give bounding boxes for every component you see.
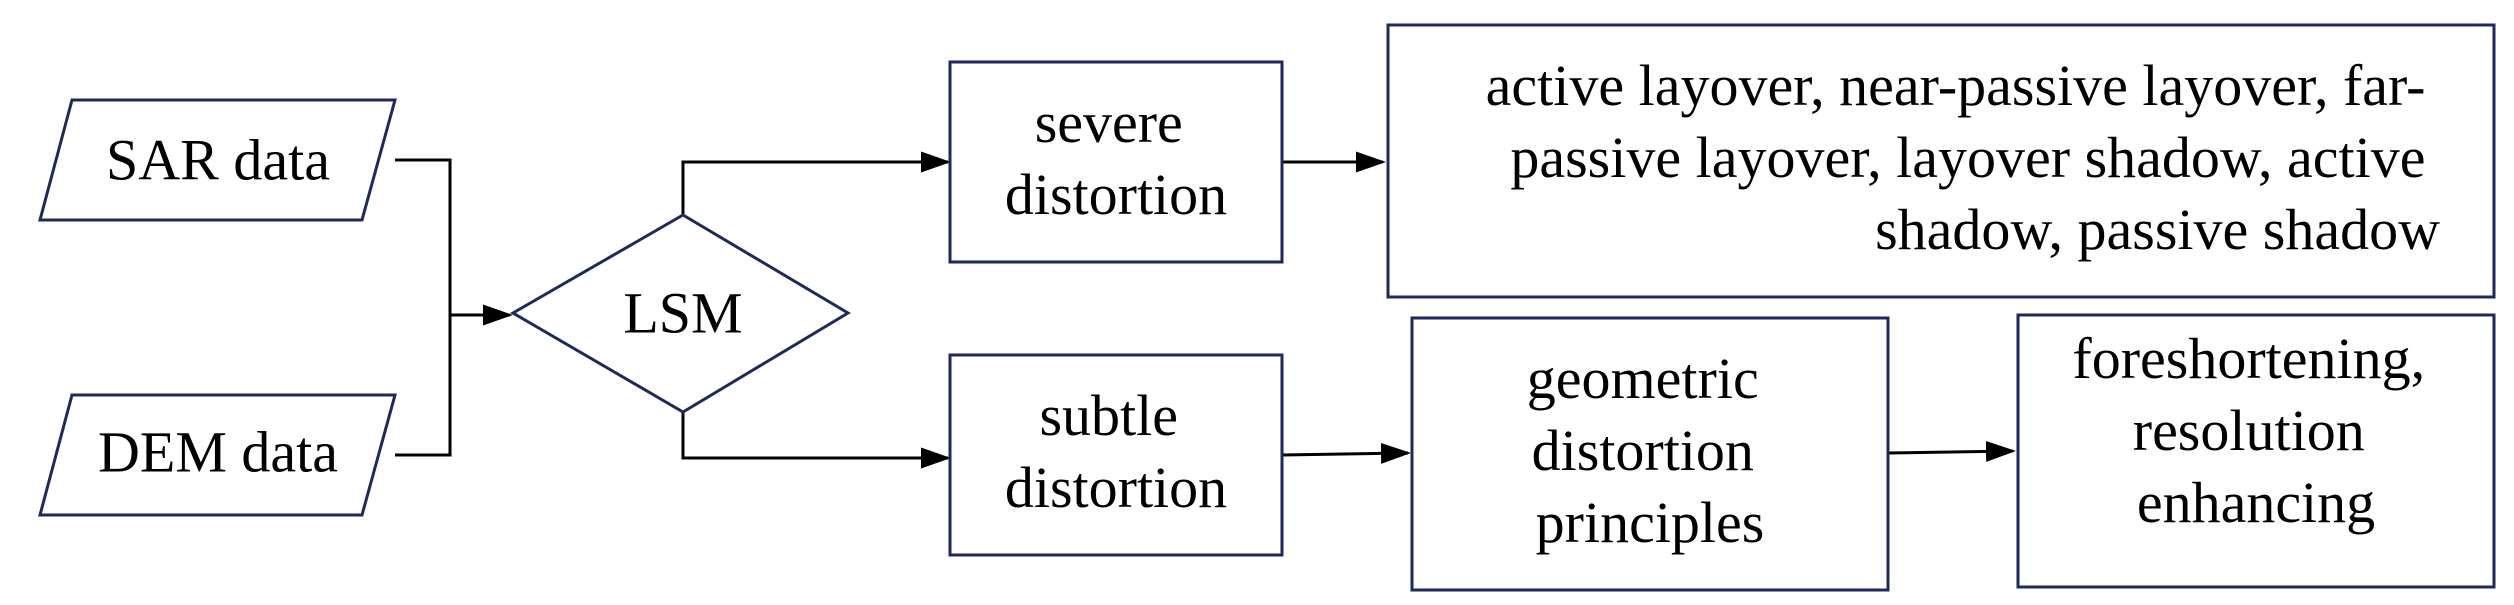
severe-distortion-shape <box>948 60 1284 264</box>
sar-data-node: SAR data <box>38 98 397 222</box>
edge-lsm-to-severe <box>681 151 951 215</box>
geometric-principles-node: geometric distortion principles <box>1410 316 1890 592</box>
edge-subtle-to-principles <box>1281 442 1411 464</box>
edges <box>395 151 2016 469</box>
severe-distortion-line-2: distortion <box>1005 162 1227 227</box>
subtle-types-line-1: foreshortening, <box>2072 326 2425 391</box>
subtle-distortion-line-1: subtle <box>1039 383 1178 448</box>
severe-distortion-label: severe distortion <box>1005 90 1227 227</box>
lsm-label: LSM <box>623 281 742 346</box>
lsm-node: LSM <box>510 213 851 414</box>
subtle-types-line-3: enhancing <box>2137 470 2375 535</box>
subtle-types-node: foreshortening, resolution enhancing <box>2016 313 2496 589</box>
severe-types-shape <box>1386 23 2496 299</box>
edge-sar-to-lsm <box>395 158 513 326</box>
subtle-types-label: foreshortening, resolution enhancing <box>2072 326 2439 535</box>
severe-types-node: active layover, near-passive layover, fa… <box>1386 23 2496 299</box>
subtle-distortion-node: subtle distortion <box>948 353 1284 557</box>
dem-data-node: DEM data <box>38 393 397 517</box>
subtle-types-shape <box>2016 313 2496 589</box>
geometric-principles-line-1: geometric <box>1527 346 1759 411</box>
subtle-distortion-label: subtle distortion <box>1005 383 1227 520</box>
subtle-types-line-2: resolution <box>2133 398 2365 463</box>
edge-principles-to-types <box>1887 440 2016 462</box>
edge-lsm-to-subtle <box>681 412 951 469</box>
dem-data-shape <box>38 393 397 517</box>
dem-data-label: DEM data <box>98 420 338 485</box>
edge-dem-to-lsm <box>395 313 510 457</box>
sar-data-shape <box>38 98 397 222</box>
severe-types-line-2: passive layover, layover shadow, active <box>1510 125 2425 190</box>
subtle-distortion-shape <box>948 353 1284 557</box>
geometric-principles-label: geometric distortion principles <box>1527 346 1773 555</box>
subtle-distortion-line-2: distortion <box>1005 455 1227 520</box>
geometric-principles-line-3: principles <box>1536 490 1765 555</box>
severe-types-label: active layover, near-passive layover, fa… <box>1486 53 2440 262</box>
severe-types-line-3: shadow, passive shadow <box>1875 197 2440 262</box>
severe-distortion-line-1: severe <box>1035 90 1183 155</box>
severe-types-line-1: active layover, near-passive layover, fa… <box>1486 53 2426 118</box>
geometric-principles-line-2: distortion <box>1532 418 1754 483</box>
geometric-principles-shape <box>1410 316 1890 592</box>
sar-data-label: SAR data <box>106 128 330 193</box>
severe-distortion-node: severe distortion <box>948 60 1284 264</box>
lsm-shape <box>510 213 851 414</box>
